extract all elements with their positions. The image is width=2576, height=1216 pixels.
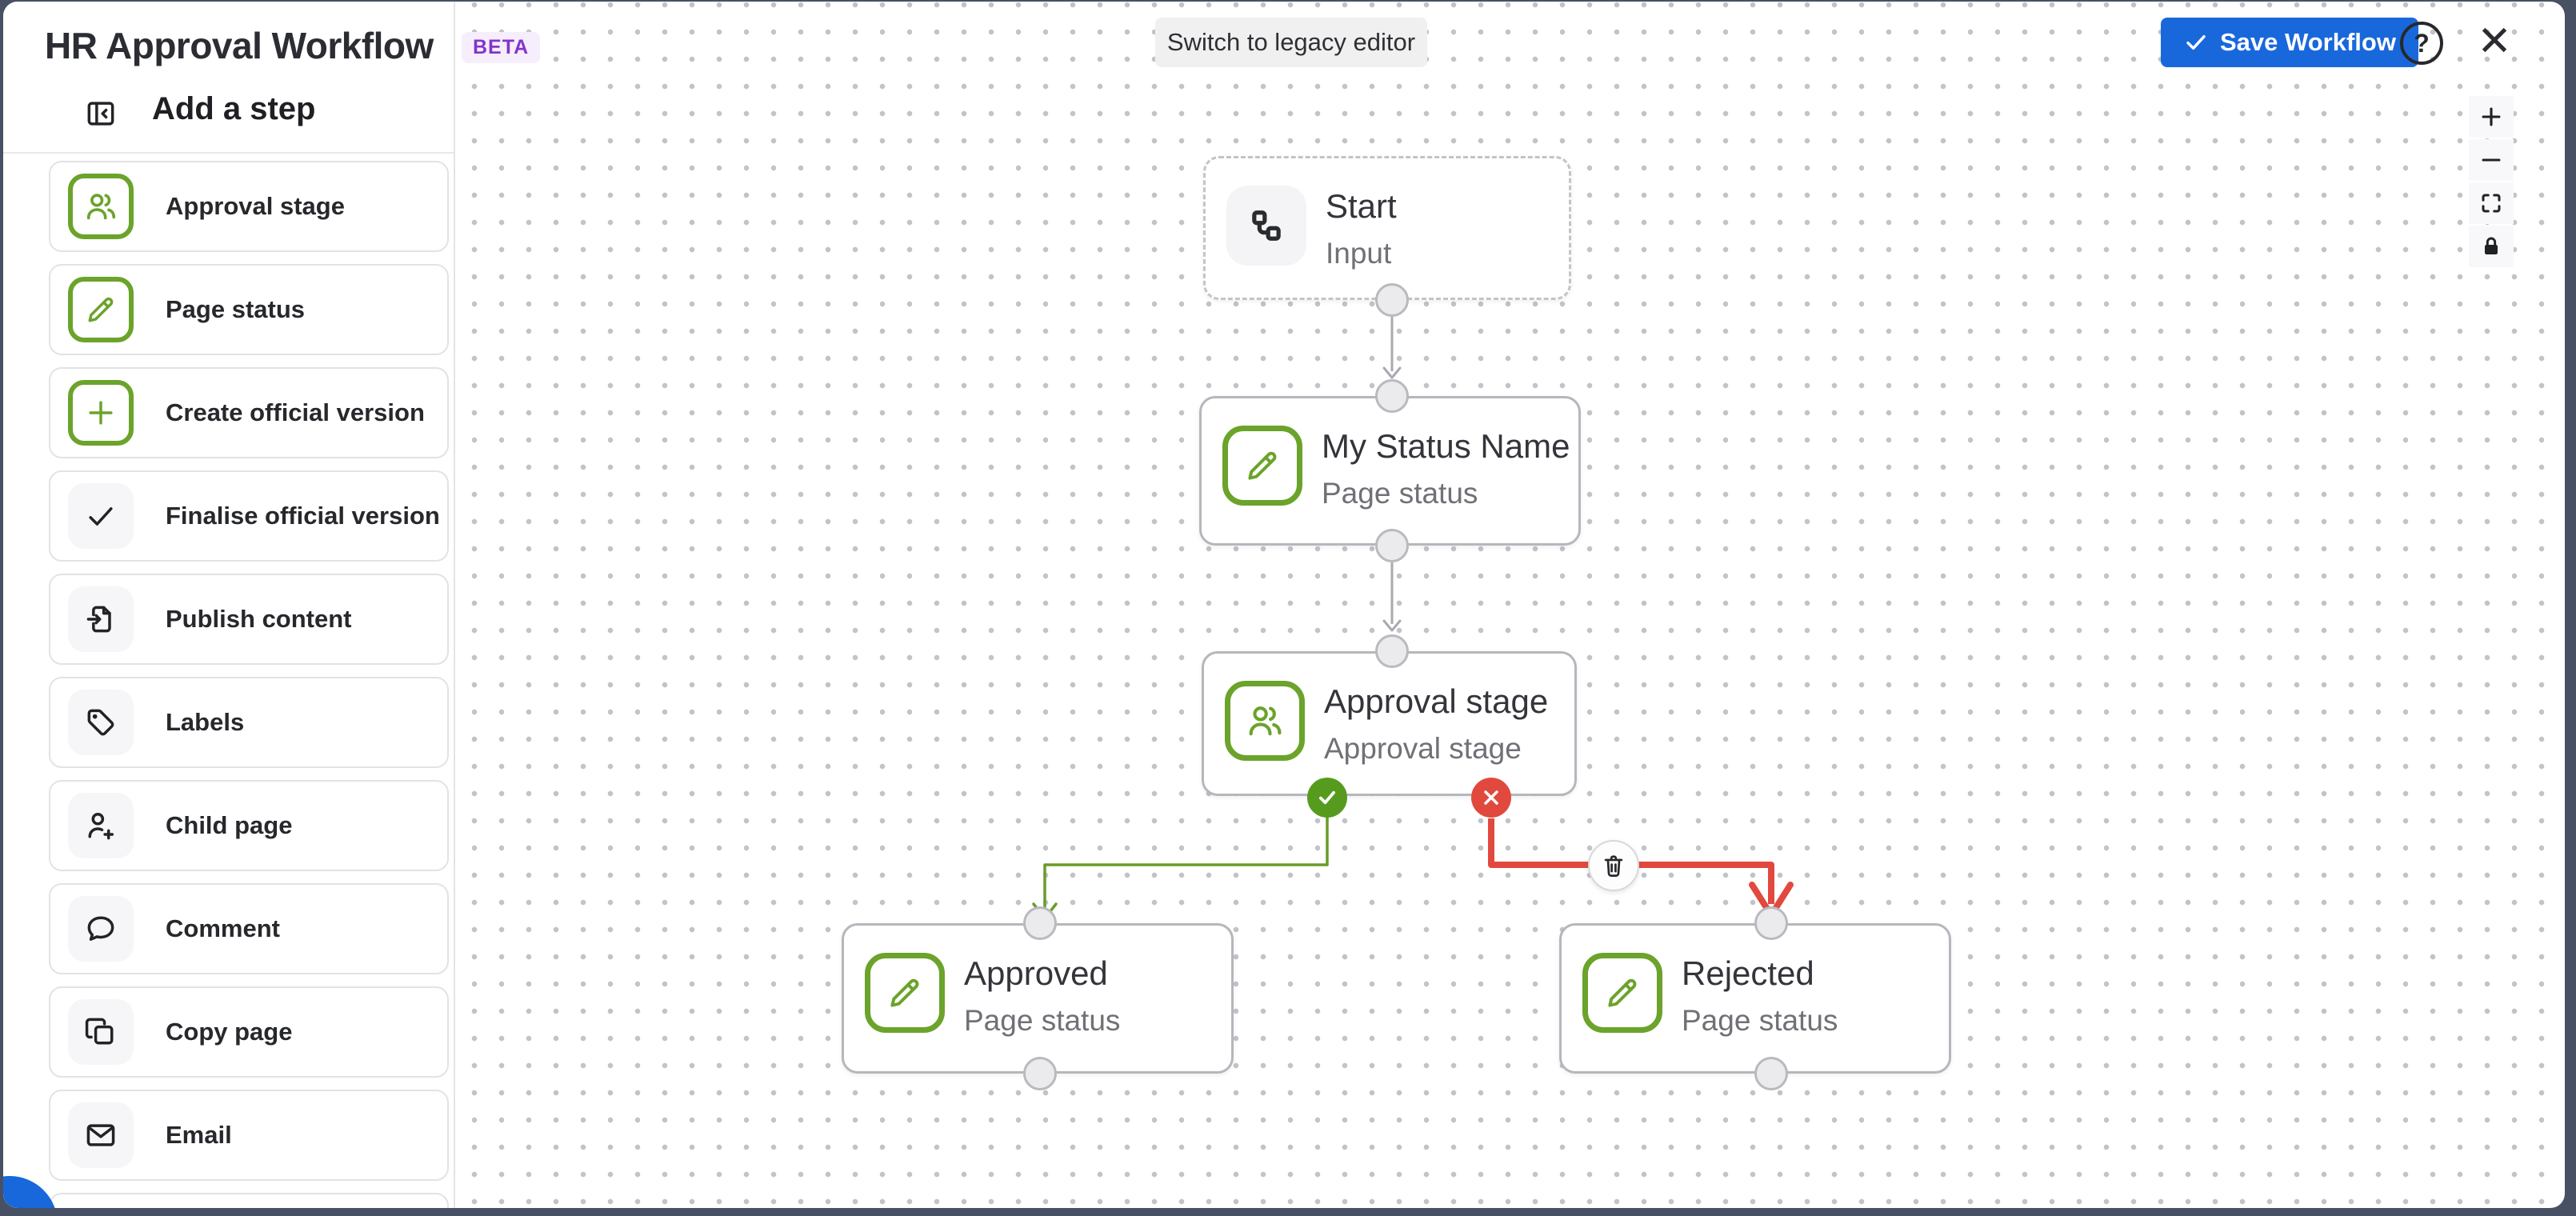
help-button[interactable]: ?: [2400, 22, 2443, 65]
sidebar-item-copy-page[interactable]: Copy page: [49, 986, 449, 1078]
add-step-sidebar: Add a step Approval stage Page status Cr…: [3, 2, 455, 1208]
sidebar-item-label: Page status: [166, 295, 306, 323]
sidebar-item-child-page[interactable]: Child page: [49, 780, 449, 871]
node-subtitle: Page status: [1682, 1004, 1838, 1037]
approve-branch-badge[interactable]: [1307, 778, 1347, 818]
people-icon: [68, 174, 134, 239]
sidebar-item-finalise-official-version[interactable]: Finalise official version: [49, 470, 449, 562]
sidebar-title: Add a step: [152, 91, 316, 126]
sidebar-item-publish-content[interactable]: Publish content: [49, 574, 449, 665]
x-icon: [1484, 790, 1498, 805]
node-title: Rejected: [1682, 954, 1814, 992]
copy-icon: [68, 999, 134, 1065]
people-icon: [1225, 681, 1305, 761]
sidebar-item-label: Comment: [166, 914, 280, 942]
pencil-icon: [68, 277, 134, 342]
node-title: Start: [1326, 187, 1397, 225]
save-workflow-button[interactable]: Save Workflow: [2161, 18, 2418, 67]
sidebar-item-labels[interactable]: Labels: [49, 677, 449, 768]
sidebar-header: Add a step: [3, 2, 454, 154]
sidebar-item-partial[interactable]: [49, 1193, 449, 1208]
workflow-editor-dialog: HR Approval Workflow BETA Switch to lega…: [3, 2, 2565, 1208]
sidebar-item-approval-stage[interactable]: Approval stage: [49, 161, 449, 252]
sidebar-item-label: Approval stage: [166, 192, 345, 220]
lock-icon[interactable]: [2469, 226, 2514, 267]
question-mark-icon: ?: [2414, 28, 2430, 58]
person-plus-icon: [68, 793, 134, 858]
connector-status-top[interactable]: [1375, 379, 1409, 413]
connector-approved-bottom[interactable]: [1023, 1057, 1057, 1090]
node-subtitle: Input: [1326, 237, 1392, 270]
sidebar-item-label: Finalise official version: [166, 502, 440, 530]
sidebar-item-comment[interactable]: Comment: [49, 883, 449, 974]
workflow-icon: [1226, 186, 1306, 266]
sidebar-item-label: Child page: [166, 811, 293, 839]
close-icon[interactable]: ✕: [2469, 16, 2520, 67]
node-title: My Status Name: [1322, 427, 1570, 465]
sidebar-item-label: Publish content: [166, 605, 352, 633]
pencil-icon: [1582, 953, 1662, 1033]
node-title: Approval stage: [1324, 682, 1549, 720]
node-start[interactable]: Start Input: [1203, 156, 1571, 300]
node-subtitle: Approval stage: [1324, 732, 1522, 765]
connector-rejected-bottom[interactable]: [1754, 1057, 1788, 1090]
check-icon: [68, 483, 134, 549]
email-icon: [68, 1102, 134, 1168]
sidebar-item-page-status[interactable]: Page status: [49, 264, 449, 355]
sidebar-item-label: Email: [166, 1121, 232, 1149]
trash-icon: [1604, 855, 1623, 877]
canvas-controls: [2469, 96, 2514, 267]
pencil-icon: [865, 953, 945, 1033]
beta-badge: BETA: [462, 32, 541, 63]
publish-icon: [68, 586, 134, 652]
delete-edge-button[interactable]: [1588, 840, 1639, 891]
collapse-panel-icon[interactable]: [83, 96, 118, 131]
node-rejected[interactable]: Rejected Page status: [1559, 923, 1951, 1074]
connector-rejected-top[interactable]: [1754, 906, 1788, 940]
connector-status-bottom[interactable]: [1375, 529, 1409, 562]
sidebar-item-label: Labels: [166, 708, 245, 736]
sidebar-item-label: Create official version: [166, 398, 425, 426]
comment-icon: [68, 896, 134, 962]
node-approval-stage[interactable]: Approval stage Approval stage: [1202, 651, 1577, 796]
check-icon: [1319, 790, 1335, 805]
node-subtitle: Page status: [964, 1004, 1121, 1037]
sidebar-item-label: Copy page: [166, 1018, 293, 1046]
node-my-status-name[interactable]: My Status Name Page status: [1199, 396, 1581, 546]
connector-approved-top[interactable]: [1023, 906, 1057, 940]
page-title: HR Approval Workflow: [45, 25, 434, 66]
check-icon: [2186, 34, 2206, 50]
reject-branch-badge[interactable]: [1471, 778, 1511, 818]
pencil-icon: [1222, 426, 1302, 506]
switch-button-label: Switch to legacy editor: [1166, 28, 1416, 56]
connector-start-bottom[interactable]: [1375, 283, 1409, 317]
switch-to-legacy-editor-button[interactable]: Switch to legacy editor: [1155, 18, 1427, 67]
save-button-label: Save Workflow: [2220, 28, 2396, 56]
sidebar-item-email[interactable]: Email: [49, 1090, 449, 1181]
sidebar-item-create-official-version[interactable]: Create official version: [49, 367, 449, 458]
plus-icon: [68, 380, 134, 446]
fit-view-icon[interactable]: [2469, 182, 2514, 224]
node-title: Approved: [964, 954, 1108, 992]
connector-approval-top[interactable]: [1375, 634, 1409, 668]
tag-icon: [68, 690, 134, 755]
zoom-out-icon[interactable]: [2469, 139, 2514, 181]
node-approved[interactable]: Approved Page status: [842, 923, 1234, 1074]
node-subtitle: Page status: [1322, 477, 1478, 510]
zoom-in-icon[interactable]: [2469, 96, 2514, 138]
divider: [3, 152, 454, 154]
